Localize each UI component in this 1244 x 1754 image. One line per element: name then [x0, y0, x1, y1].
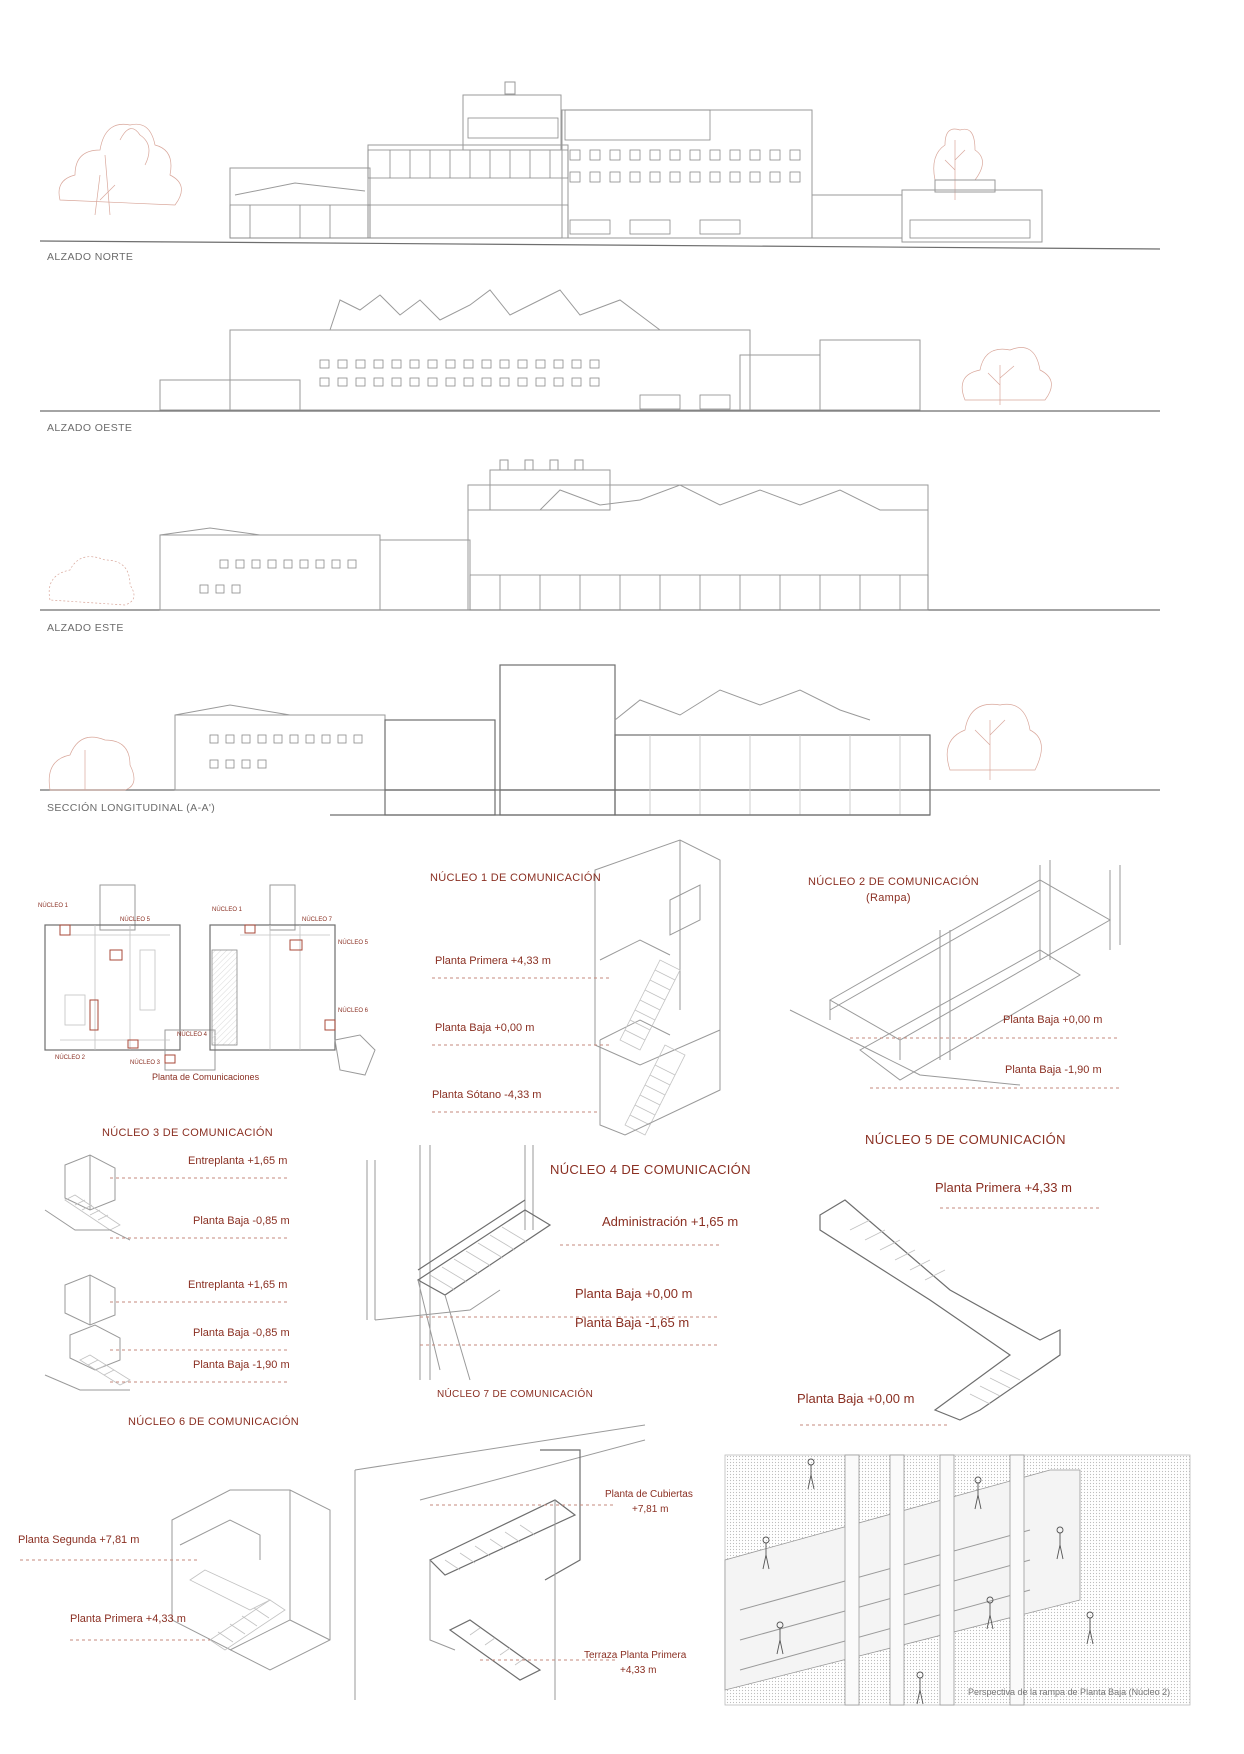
nucleo4-level-1: Administración +1,65 m [602, 1214, 739, 1229]
nucleo3-title: NÚCLEO 3 DE COMUNICACIÓN [102, 1127, 273, 1139]
tree-section-left [48, 736, 135, 791]
nucleo7-level-1-name: Planta de Cubiertas [605, 1489, 693, 1500]
nucleo3-level-1: Entreplanta +1,65 m [188, 1155, 288, 1167]
tree-east [48, 556, 135, 606]
east-elevation-title: ALZADO ESTE [47, 622, 124, 634]
tree-left [58, 123, 182, 216]
nucleo4-title: NÚCLEO 4 DE COMUNICACIÓN [550, 1162, 751, 1177]
north-elevation-title: ALZADO NORTE [47, 251, 134, 263]
plan-label-nucleo2: NÚCLEO 2 [55, 1055, 86, 1061]
nucleo2-title: NÚCLEO 2 DE COMUNICACIÓN [808, 876, 979, 888]
nucleo2-subtitle: (Rampa) [866, 892, 911, 904]
longitudinal-section-drawing [40, 664, 1160, 816]
nucleo2-level-2: Planta Baja -1,90 m [1005, 1064, 1102, 1076]
nucleo6-level-2: Planta Primera +4,33 m [70, 1613, 186, 1625]
nucleo5-axonometric [800, 1199, 1100, 1426]
nucleo7-level-1-value: +7,81 m [632, 1504, 669, 1515]
plan-label-nucleo6: NÚCLEO 6 [338, 1008, 369, 1014]
plan-label-nucleo4: NÚCLEO 4 [177, 1032, 208, 1038]
plan-label-nucleo1-a: NÚCLEO 1 [38, 903, 69, 909]
plan-label-nucleo7: NÚCLEO 7 [302, 917, 333, 923]
floor-plans [44, 884, 376, 1076]
nucleo1-title: NÚCLEO 1 DE COMUNICACIÓN [430, 872, 601, 884]
tree-west [961, 347, 1052, 405]
tree-section-right [946, 703, 1042, 780]
nucleo7-level-2-value: +4,33 m [620, 1665, 657, 1676]
nucleo3-level-5: Planta Baja -1,90 m [193, 1359, 290, 1371]
tree-right [933, 128, 983, 200]
perspective-caption: Perspectiva de la rampa de Planta Baja (… [968, 1687, 1171, 1697]
plan-label-nucleo5-a: NÚCLEO 5 [120, 917, 151, 923]
nucleo7-level-2-name: Terraza Planta Primera [584, 1650, 687, 1661]
nucleo2-level-1: Planta Baja +0,00 m [1003, 1014, 1103, 1026]
nucleo4-axonometric [366, 1145, 720, 1381]
nucleo3-level-3: Entreplanta +1,65 m [188, 1279, 288, 1291]
section-title: SECCIÓN LONGITUDINAL (A-A') [47, 802, 216, 814]
nucleo4-level-3: Planta Baja -1,65 m [575, 1315, 690, 1330]
nucleo7-axonometric [354, 1424, 646, 1700]
nucleo1-level-2: Planta Baja +0,00 m [435, 1022, 535, 1034]
nucleo3-level-2: Planta Baja -0,85 m [193, 1215, 290, 1227]
nucleo3-axonometric [44, 1154, 290, 1391]
nucleo6-axonometric [20, 1489, 331, 1671]
plan-label-nucleo3: NÚCLEO 3 [130, 1060, 161, 1066]
nucleo5-level-1: Planta Primera +4,33 m [935, 1180, 1072, 1195]
north-elevation-drawing [39, 81, 1161, 250]
plan-label-nucleo1-b: NÚCLEO 1 [212, 907, 243, 913]
nucleo1-level-3: Planta Sótano -4,33 m [432, 1089, 542, 1101]
plan-label-nucleo5-b: NÚCLEO 5 [338, 940, 369, 946]
plans-caption: Planta de Comunicaciones [152, 1072, 260, 1082]
nucleo7-title: NÚCLEO 7 DE COMUNICACIÓN [437, 1389, 594, 1400]
nucleo4-level-2: Planta Baja +0,00 m [575, 1286, 693, 1301]
nucleo1-level-1: Planta Primera +4,33 m [435, 955, 551, 967]
nucleo6-level-1: Planta Segunda +7,81 m [18, 1534, 140, 1546]
nucleo1-axonometric [432, 839, 721, 1136]
west-elevation-title: ALZADO OESTE [47, 422, 133, 434]
nucleo6-title: NÚCLEO 6 DE COMUNICACIÓN [128, 1416, 299, 1428]
nucleo5-level-2: Planta Baja +0,00 m [797, 1391, 915, 1406]
ramp-perspective [724, 1454, 1191, 1706]
nucleo3-level-4: Planta Baja -0,85 m [193, 1327, 290, 1339]
nucleo5-title: NÚCLEO 5 DE COMUNICACIÓN [865, 1132, 1066, 1147]
east-elevation-drawing [40, 459, 1160, 611]
nucleo2-ramp-axonometric [789, 860, 1121, 1089]
west-elevation-drawing [40, 289, 1160, 412]
